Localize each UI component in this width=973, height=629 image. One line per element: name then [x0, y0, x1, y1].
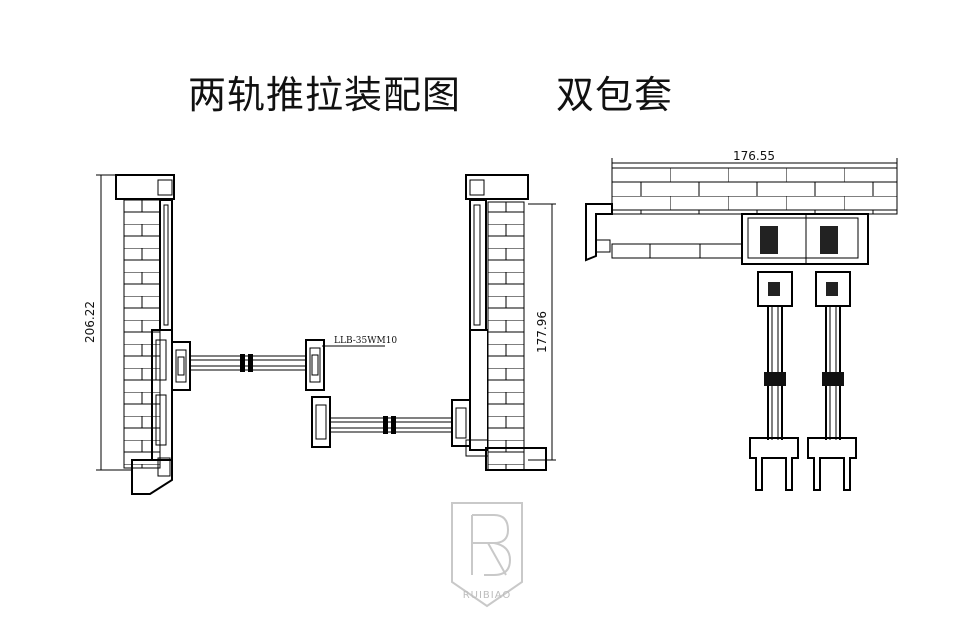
left-wall-section: [96, 174, 175, 495]
left-sash-profile: [171, 339, 385, 391]
drawing-title: 两轨推拉装配图: [188, 73, 462, 117]
right-sash-profile: [311, 396, 471, 448]
right-wall-section: [465, 174, 556, 471]
profile-code-label: LLB-35WM10: [334, 336, 397, 346]
top-view-section: [585, 158, 898, 491]
left-height-dimension: 206.22: [83, 301, 97, 343]
ruibiao-watermark-logo: [451, 502, 523, 608]
top-width-dimension: 176.55: [733, 149, 775, 163]
right-height-dimension: 177.96: [535, 311, 549, 353]
drawing-subtitle: 双包套: [556, 73, 674, 117]
watermark-text: RUIBIAO: [463, 590, 512, 601]
